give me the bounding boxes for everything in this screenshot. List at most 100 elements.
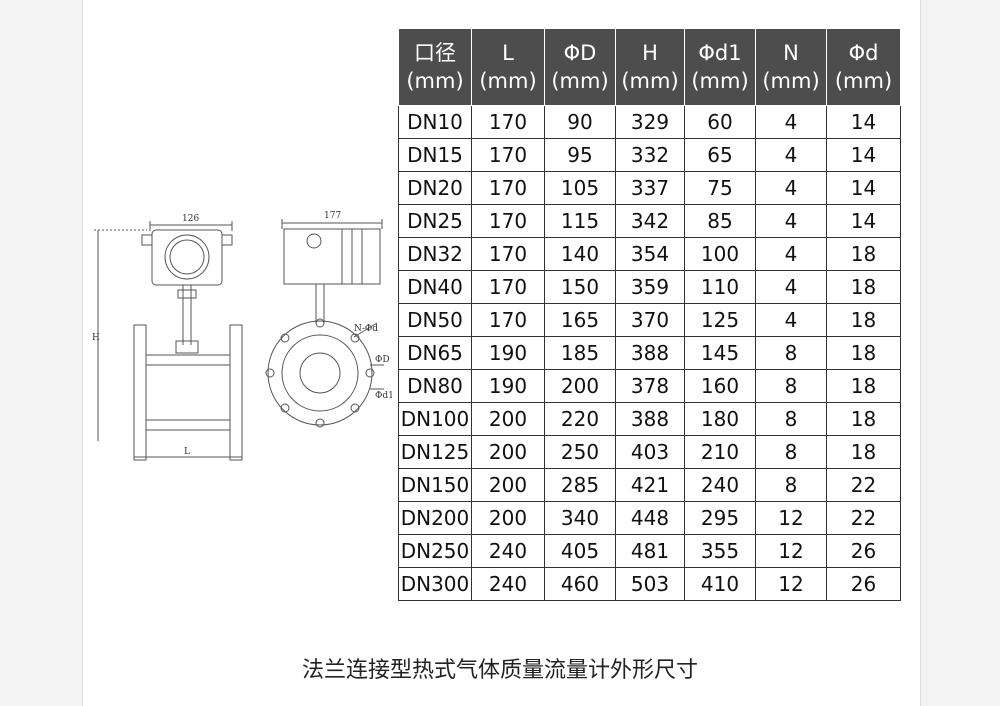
header-L: L(mm) [471, 28, 545, 106]
table-cell: 200 [471, 501, 545, 535]
table-cell: 4 [755, 138, 827, 172]
outer-dia-label: ΦD [375, 355, 390, 365]
table-cell: 125 [684, 303, 756, 337]
table-cell: 170 [471, 270, 545, 304]
table-cell: 190 [471, 336, 545, 370]
table-cell: DN250 [398, 534, 472, 568]
table-cell: 200 [471, 468, 545, 502]
table-cell: DN300 [398, 567, 472, 601]
front-flange-left [133, 324, 147, 461]
table-cell: 18 [826, 336, 901, 370]
table-cell: 170 [471, 303, 545, 337]
table-cell: 448 [615, 501, 685, 535]
table-cell: 503 [615, 567, 685, 601]
table-cell: DN25 [398, 204, 472, 238]
height-label: H [92, 333, 100, 343]
table-cell: 12 [755, 501, 827, 535]
table-cell: 14 [826, 105, 901, 139]
table-cell: 12 [755, 567, 827, 601]
table-cell: 4 [755, 105, 827, 139]
table-cell: 105 [544, 171, 616, 205]
table-cell: 18 [826, 435, 901, 469]
front-pipe-body [145, 354, 231, 431]
table-cell: 8 [755, 468, 827, 502]
table-cell: 85 [684, 204, 756, 238]
front-transmitter-head [151, 229, 223, 286]
table-cell: 359 [615, 270, 685, 304]
table-cell: 200 [544, 369, 616, 403]
table-cell: DN20 [398, 171, 472, 205]
table-cell: 12 [755, 534, 827, 568]
table-cell: 160 [684, 369, 756, 403]
table-cell: 220 [544, 402, 616, 436]
header-bolt-dia: Φd(mm) [826, 28, 901, 106]
table-cell: 14 [826, 204, 901, 238]
table-cell: DN200 [398, 501, 472, 535]
header-bolt-circle: Φd1(mm) [684, 28, 756, 106]
table-cell: 342 [615, 204, 685, 238]
table-cell: 240 [684, 468, 756, 502]
table-cell: 4 [755, 303, 827, 337]
table-cell: 100 [684, 237, 756, 271]
table-cell: 337 [615, 171, 685, 205]
table-cell: 410 [684, 567, 756, 601]
table-cell: 8 [755, 369, 827, 403]
table-cell: 170 [471, 105, 545, 139]
table-cell: 421 [615, 468, 685, 502]
table-cell: 210 [684, 435, 756, 469]
table-cell: DN10 [398, 105, 472, 139]
table-cell: 8 [755, 435, 827, 469]
table-cell: 4 [755, 237, 827, 271]
table-cell: 332 [615, 138, 685, 172]
table-cell: 18 [826, 303, 901, 337]
table-cell: 90 [544, 105, 616, 139]
table-cell: 460 [544, 567, 616, 601]
header-caliber: 口径(mm) [398, 28, 472, 106]
table-cell: 388 [615, 336, 685, 370]
table-cell: 180 [684, 402, 756, 436]
table-cell: 285 [544, 468, 616, 502]
table-cell: 60 [684, 105, 756, 139]
table-cell: 378 [615, 369, 685, 403]
table-cell: DN80 [398, 369, 472, 403]
table-cell: 18 [826, 369, 901, 403]
table-cell: 481 [615, 534, 685, 568]
table-cell: 170 [471, 171, 545, 205]
length-label: L [184, 447, 190, 457]
table-cell: 388 [615, 402, 685, 436]
table-cell: 110 [684, 270, 756, 304]
table-cell: 4 [755, 270, 827, 304]
header-H: H(mm) [615, 28, 685, 106]
table-cell: 170 [471, 138, 545, 172]
table-cell: DN150 [398, 468, 472, 502]
table-cell: 8 [755, 402, 827, 436]
table-cell: 250 [544, 435, 616, 469]
table-cell: 190 [471, 369, 545, 403]
table-cell: DN32 [398, 237, 472, 271]
table-cell: 340 [544, 501, 616, 535]
bolt-circle-label: Φd1 [375, 391, 392, 401]
table-cell: 22 [826, 468, 901, 502]
table-cell: 26 [826, 567, 901, 601]
figure-caption: 法兰连接型热式气体质量流量计外形尺寸 [301, 658, 698, 683]
table-header-row: 口径(mm) L(mm) ΦD(mm) H(mm) Φd1(mm) N(mm) … [398, 28, 901, 106]
table-cell: DN65 [398, 336, 472, 370]
table-cell: 150 [544, 270, 616, 304]
table-cell: 370 [615, 303, 685, 337]
table-cell: 405 [544, 534, 616, 568]
table-cell: 403 [615, 435, 685, 469]
front-flange-right [229, 324, 243, 461]
table-cell: 170 [471, 237, 545, 271]
